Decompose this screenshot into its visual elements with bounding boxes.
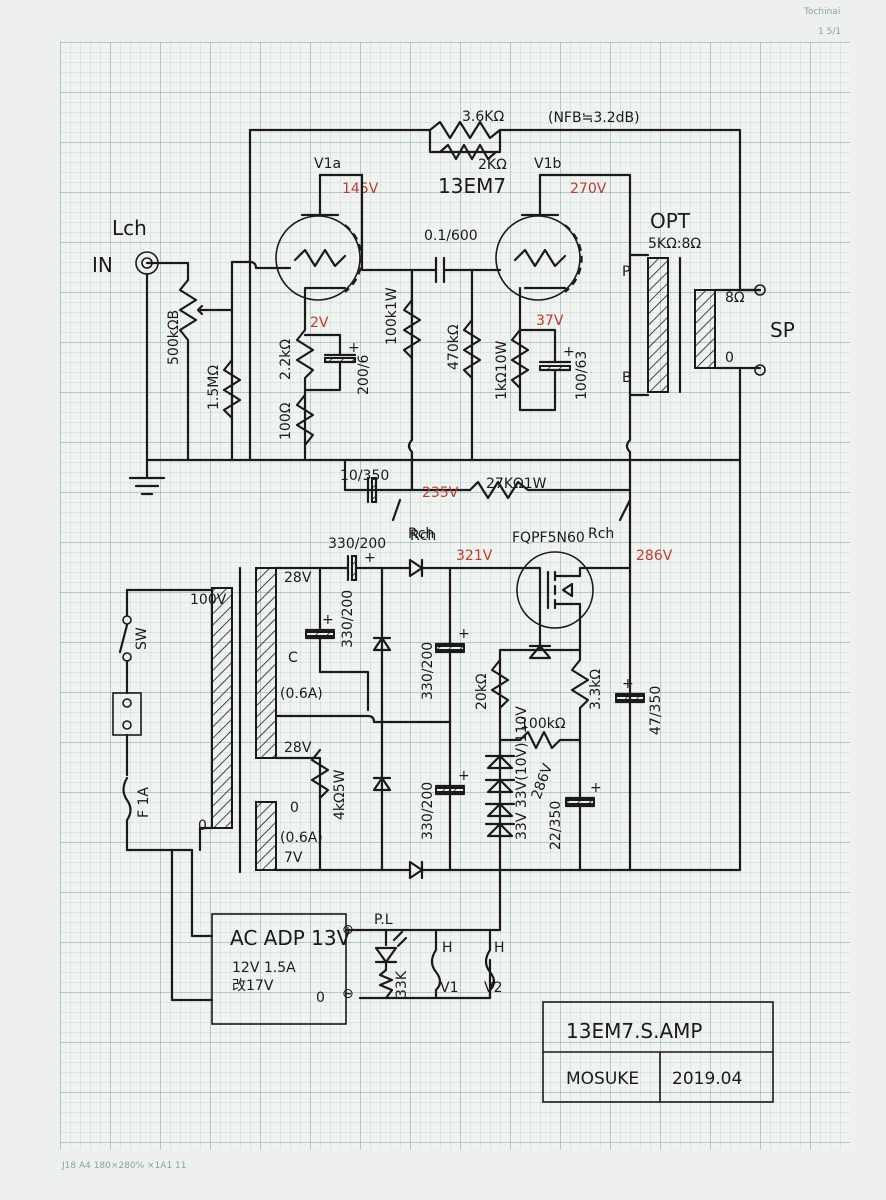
fuse-label: F 1A bbox=[136, 787, 152, 818]
power-supply-section: 100V 0 28V C (0.6A) 28V 0 (0.6A) 7V + 33… bbox=[112, 498, 742, 1025]
transformer-28v-a-label: 28V bbox=[284, 570, 312, 586]
opt-b-label: B bbox=[622, 370, 632, 386]
cap-330-2-plus: + bbox=[322, 612, 334, 628]
rch-label-2: Rch bbox=[410, 528, 436, 544]
cap-330-4-plus: + bbox=[458, 768, 470, 784]
adapter-zero-label: 0 bbox=[316, 990, 325, 1006]
cap-22-plus: + bbox=[590, 780, 602, 796]
transformer-c-label: C bbox=[288, 650, 298, 666]
rch-label-1: Rch bbox=[408, 526, 434, 542]
speaker-0-label: 0 bbox=[725, 350, 734, 366]
b-plus-voltage-321: 321V bbox=[456, 548, 493, 564]
title-block-author: MOSUKE bbox=[566, 1069, 639, 1089]
cap-330-4-label: 330/200 bbox=[420, 782, 436, 840]
adapter-minus-terminal: ⊖ bbox=[342, 986, 354, 1002]
transformer-0-primary-label: 0 bbox=[198, 818, 207, 834]
zener-286v-label: 286V bbox=[529, 761, 557, 801]
grid-resistor-2-label: 470kΩ bbox=[446, 324, 462, 370]
v1b-cathode-voltage: 37V bbox=[536, 313, 564, 329]
heater-1-label: V1 bbox=[440, 980, 458, 996]
cap-22-label: 22/350 bbox=[548, 801, 564, 850]
cathode-cap-1-label: 200/6 bbox=[356, 355, 372, 395]
cathode-cap-2-label: 100/63 bbox=[574, 351, 590, 400]
zener-stack-label: 33V 33V(10V)110V bbox=[514, 706, 530, 840]
heater-1-h-label: H bbox=[442, 940, 453, 956]
rch-label-3: Rch bbox=[588, 526, 614, 542]
volume-pot-label: 500kΩB bbox=[166, 310, 182, 365]
ac-adapter-spec: 12V 1.5A bbox=[232, 960, 296, 976]
speaker-8ohm-label: 8Ω bbox=[725, 290, 745, 306]
transformer-0-label: 0 bbox=[290, 800, 299, 816]
opt-p-label: P bbox=[622, 264, 630, 280]
cap-330-3-label: 330/200 bbox=[420, 642, 436, 700]
ac-adapter-label: AC ADP 13V bbox=[230, 926, 351, 950]
nfb-value-label: (NFB≒3.2dB) bbox=[548, 110, 640, 126]
pilot-lamp-label: P.L bbox=[374, 912, 393, 928]
cathode-cap-2-plus: + bbox=[563, 344, 575, 360]
b-plus-voltage-286: 286V bbox=[636, 548, 673, 564]
v1b-plate-voltage: 270V bbox=[570, 181, 607, 197]
tube-type-label: 13EM7 bbox=[438, 174, 506, 198]
cap-330-2-label: 330/200 bbox=[340, 590, 356, 648]
speaker-label: SP bbox=[770, 318, 795, 342]
nfb-resistor-1-label: 3.6KΩ bbox=[462, 109, 504, 125]
v1a-plate-voltage: 145V bbox=[342, 181, 379, 197]
plate-resistor-1-label: 100k1W bbox=[384, 287, 400, 345]
opt-label: OPT bbox=[650, 209, 691, 233]
power-transformer-secondary-1 bbox=[255, 567, 277, 759]
cap-330-1-label: 330/200 bbox=[328, 536, 386, 552]
transformer-06a-1-label: (0.6A) bbox=[280, 686, 323, 702]
decouple-cap-label: 10/350 bbox=[340, 468, 389, 484]
coupling-cap-label: 0.1/600 bbox=[424, 228, 478, 244]
dropping-resistor-label: 27KΩ1W bbox=[486, 476, 547, 492]
title-block-name: 13EM7.S.AMP bbox=[566, 1019, 702, 1043]
switch-label: SW bbox=[134, 627, 150, 650]
corner-mark-top-2: 1 5/1 bbox=[818, 27, 841, 37]
cathode-resistor-1-label: 2.2kΩ bbox=[278, 339, 294, 380]
opt-primary-core bbox=[647, 257, 669, 393]
ac-adapter-box bbox=[211, 913, 347, 1025]
input-label: IN bbox=[92, 253, 113, 277]
nfb-resistor-2-label: 2KΩ bbox=[478, 157, 507, 173]
mosfet-label: FQPF5N60 bbox=[512, 530, 585, 546]
grid-resistor-1-label: 1.5MΩ bbox=[206, 365, 222, 410]
v1a-cathode-voltage: 2V bbox=[310, 315, 329, 331]
channel-label: Lch bbox=[112, 216, 147, 240]
resistor-20k-label: 20kΩ bbox=[474, 673, 490, 710]
resistor-4k-label: 4kΩ5W bbox=[332, 769, 348, 820]
heater-2-label: V2 bbox=[484, 980, 502, 996]
pilot-resistor-label: 33K bbox=[394, 970, 410, 998]
resistor-100k-2-label: 100kΩ bbox=[520, 716, 566, 732]
transformer-06a-2-label: (0.6A) bbox=[280, 830, 323, 846]
tube-v1a-label: V1a bbox=[314, 156, 341, 172]
corner-mark-bottom: J18 A4 180×280% ×1A1 11 bbox=[61, 1161, 186, 1171]
power-transformer-secondary-2 bbox=[255, 801, 277, 871]
ac-adapter-mod: 改17V bbox=[232, 978, 274, 994]
cap-330-3-plus: + bbox=[458, 626, 470, 642]
power-transformer-primary bbox=[211, 587, 233, 829]
heater-2-h-label: H bbox=[494, 940, 505, 956]
opt-secondary-core bbox=[694, 289, 716, 369]
cathode-resistor-100-label: 100Ω bbox=[278, 402, 294, 440]
opt-ratio-label: 5KΩ:8Ω bbox=[648, 236, 701, 252]
title-block: 13EM7.S.AMP MOSUKE 2019.04 bbox=[542, 1001, 774, 1103]
transformer-28v-b-label: 28V bbox=[284, 740, 312, 756]
title-block-date: 2019.04 bbox=[672, 1069, 742, 1089]
transformer-100v-label: 100V bbox=[190, 592, 227, 608]
cap-47-plus: + bbox=[622, 676, 634, 692]
transformer-7v-label: 7V bbox=[284, 850, 303, 866]
b-plus-voltage-235: 235V bbox=[422, 485, 459, 501]
resistor-3k3-label: 3.3kΩ bbox=[588, 669, 604, 710]
cathode-cap-1-plus: + bbox=[348, 340, 360, 356]
tube-v1b-label: V1b bbox=[534, 156, 561, 172]
cap-330-1-plus: + bbox=[364, 550, 376, 566]
cap-47-label: 47/350 bbox=[648, 686, 664, 735]
graph-paper-grid bbox=[60, 42, 850, 1150]
amplifier-section: 3.6KΩ 2KΩ (NFB≒3.2dB) V1a 145V 13EM7 0.1… bbox=[92, 109, 795, 872]
cathode-resistor-2-label: 1kΩ10W bbox=[494, 340, 510, 400]
corner-mark-top-1: Tochinai bbox=[803, 7, 840, 17]
